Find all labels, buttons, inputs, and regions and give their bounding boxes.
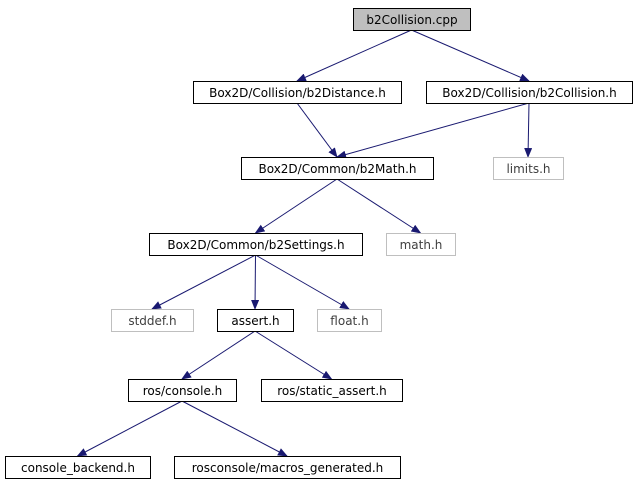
node-label: Box2D/Common/b2Settings.h	[167, 238, 344, 252]
node-float-h: float.h	[317, 309, 382, 332]
node-label: ros/static_assert.h	[277, 384, 387, 398]
node-math-h: math.h	[386, 233, 456, 256]
node-box	[111, 309, 194, 332]
node-stddef-h: stddef.h	[111, 309, 194, 332]
node-label: stddef.h	[128, 314, 176, 328]
edge-b2collision-h-to-b2math-h	[336, 102, 530, 159]
edge-b2distance-h-to-b2math-h	[296, 102, 338, 158]
edge-assert-h-to-ros-static-assert-h	[254, 330, 333, 380]
edge-assert-h-to-ros-console-h	[181, 330, 256, 380]
node-box	[217, 309, 294, 332]
node-ros-console-h[interactable]: ros/console.h	[128, 379, 237, 402]
node-label: Box2D/Collision/b2Collision.h	[442, 86, 616, 100]
node-label: b2Collision.cpp	[366, 13, 457, 27]
node-box	[128, 379, 237, 402]
node-b2collision-h[interactable]: Box2D/Collision/b2Collision.h	[426, 81, 633, 104]
edge-b2collision-cpp-to-b2distance-h	[296, 29, 412, 82]
node-label: ros/console.h	[143, 384, 223, 398]
nodes-layer: b2Collision.cppBox2D/Collision/b2Distanc…	[5, 8, 633, 479]
edge-b2collision-cpp-to-b2collision-h	[411, 29, 530, 82]
node-console-backend-h[interactable]: console_backend.h	[5, 456, 151, 479]
edges-layer	[76, 29, 533, 457]
edge-b2collision-h-to-limits-h	[524, 102, 533, 158]
edge-ros-console-h-to-console-backend-h	[76, 400, 183, 457]
node-label: assert.h	[231, 314, 279, 328]
node-label: math.h	[400, 238, 443, 252]
node-box	[353, 8, 471, 31]
node-b2distance-h[interactable]: Box2D/Collision/b2Distance.h	[193, 81, 402, 104]
node-rosconsole-macros-generated-h[interactable]: rosconsole/macros_generated.h	[174, 456, 401, 479]
node-label: rosconsole/macros_generated.h	[192, 461, 383, 475]
node-b2math-h[interactable]: Box2D/Common/b2Math.h	[241, 157, 434, 180]
node-label: Box2D/Common/b2Math.h	[258, 162, 416, 176]
node-limits-h: limits.h	[493, 157, 564, 180]
node-assert-h[interactable]: assert.h	[217, 309, 294, 332]
edge-ros-console-h-to-rosconsole-macros-generated-h	[181, 400, 288, 457]
edge-b2math-h-to-math-h	[336, 178, 422, 234]
node-box	[493, 157, 564, 180]
node-box	[317, 309, 382, 332]
node-b2settings-h[interactable]: Box2D/Common/b2Settings.h	[149, 233, 363, 256]
node-label: console_backend.h	[21, 461, 135, 475]
edge-b2math-h-to-b2settings-h	[254, 178, 338, 234]
edge-b2settings-h-to-stddef-h	[151, 254, 256, 310]
node-box	[174, 456, 401, 479]
node-box	[149, 233, 363, 256]
node-box	[193, 81, 402, 104]
node-box	[5, 456, 151, 479]
node-ros-static-assert-h[interactable]: ros/static_assert.h	[261, 379, 403, 402]
node-label: float.h	[330, 314, 368, 328]
node-b2collision-cpp[interactable]: b2Collision.cpp	[353, 8, 471, 31]
node-box	[426, 81, 633, 104]
edge-b2settings-h-to-assert-h	[251, 254, 260, 310]
edge-b2settings-h-to-float-h	[255, 254, 350, 310]
node-box	[386, 233, 456, 256]
node-box	[241, 157, 434, 180]
node-box	[261, 379, 403, 402]
node-label: Box2D/Collision/b2Distance.h	[209, 86, 386, 100]
node-label: limits.h	[506, 162, 550, 176]
